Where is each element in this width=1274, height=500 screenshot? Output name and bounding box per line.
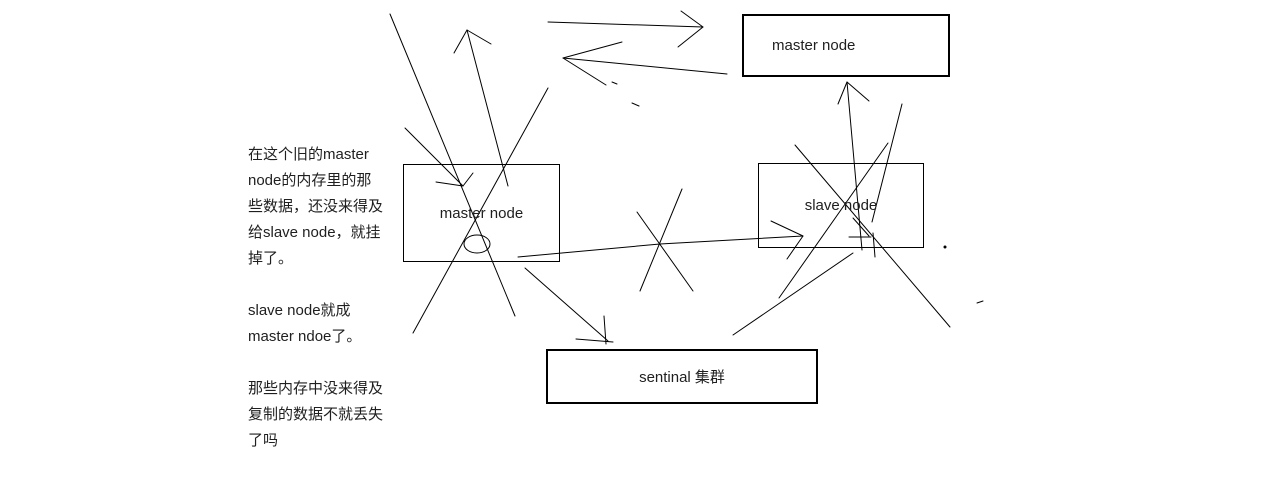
arrow-up-from-master-icon (453, 29, 509, 187)
node-box-slave: slave node (758, 163, 924, 248)
stray-marks (611, 81, 984, 304)
arrow-left-icon (562, 41, 728, 86)
cross-on-replication-arrow-icon (636, 188, 694, 292)
node-label-sentinal-cluster: sentinal 集群 (639, 369, 725, 386)
note-paragraph: slave node就成 master ndoe了。 (248, 298, 383, 350)
note-paragraph: 在这个旧的master node的内存里的那 些数据，还没来得及 给slave … (248, 142, 383, 272)
note-line: 些数据，还没来得及 (248, 198, 384, 215)
arrow-right-icon (547, 10, 704, 48)
note-paragraph: 那些内存中没来得及 复制的数据不就丢失 了吗 (248, 376, 383, 454)
arrow-master-to-sentinal-icon (524, 267, 614, 345)
arrow-slave-to-new-master-icon (837, 81, 870, 251)
node-label-slave: slave node (804, 197, 878, 214)
note-line: master ndoe了。 (248, 328, 362, 345)
cross-out-master-icon (389, 13, 549, 334)
annotation-notes: 在这个旧的master node的内存里的那 些数据，还没来得及 给slave … (248, 142, 383, 480)
note-line: node的内存里的那 (248, 172, 372, 189)
node-label-old-master: master node (439, 204, 524, 222)
note-line: 在这个旧的master (248, 146, 369, 163)
node-box-old-master: master node (403, 164, 560, 262)
note-line: 那些内存中没来得及 (248, 380, 384, 397)
node-label-new-master: master node (772, 37, 856, 54)
arrow-into-master-icon (404, 127, 474, 187)
highlight-ellipse-icon (463, 234, 491, 254)
note-line: 了吗 (248, 432, 279, 449)
note-line: slave node就成 (248, 302, 351, 319)
note-line: 给slave node，就挂 (248, 224, 381, 241)
node-box-sentinal-cluster: sentinal 集群 (546, 349, 818, 404)
note-line: 掉了。 (248, 250, 294, 267)
note-line: 复制的数据不就丢失 (248, 406, 384, 423)
node-box-new-master: master node (742, 14, 950, 77)
